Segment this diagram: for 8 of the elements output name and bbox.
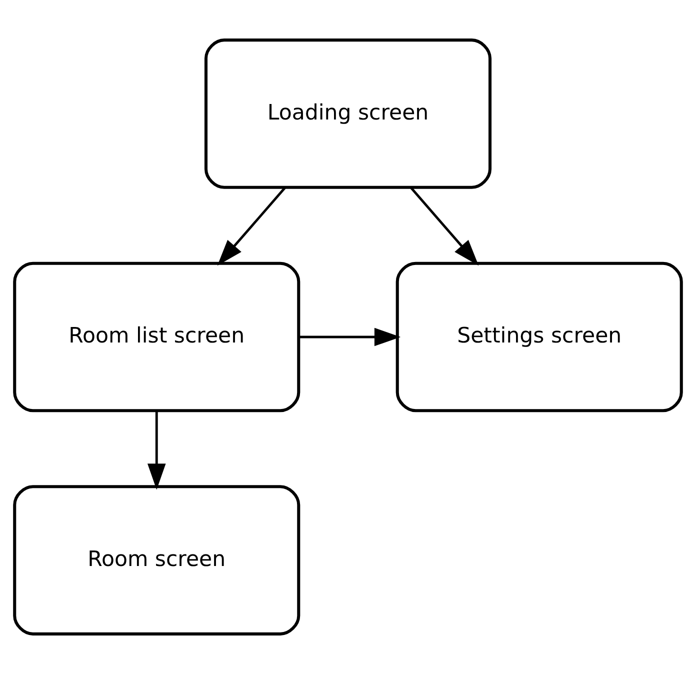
- arrow: [217, 186, 286, 266]
- arrow: [410, 186, 479, 266]
- node-box: Room screen: [13, 484, 300, 635]
- node-box: Room list screen: [13, 261, 300, 412]
- arrow: [298, 327, 401, 346]
- node-box: Settings screen: [396, 261, 683, 412]
- arrow: [147, 410, 166, 490]
- node-box: Loading screen: [204, 38, 492, 188]
